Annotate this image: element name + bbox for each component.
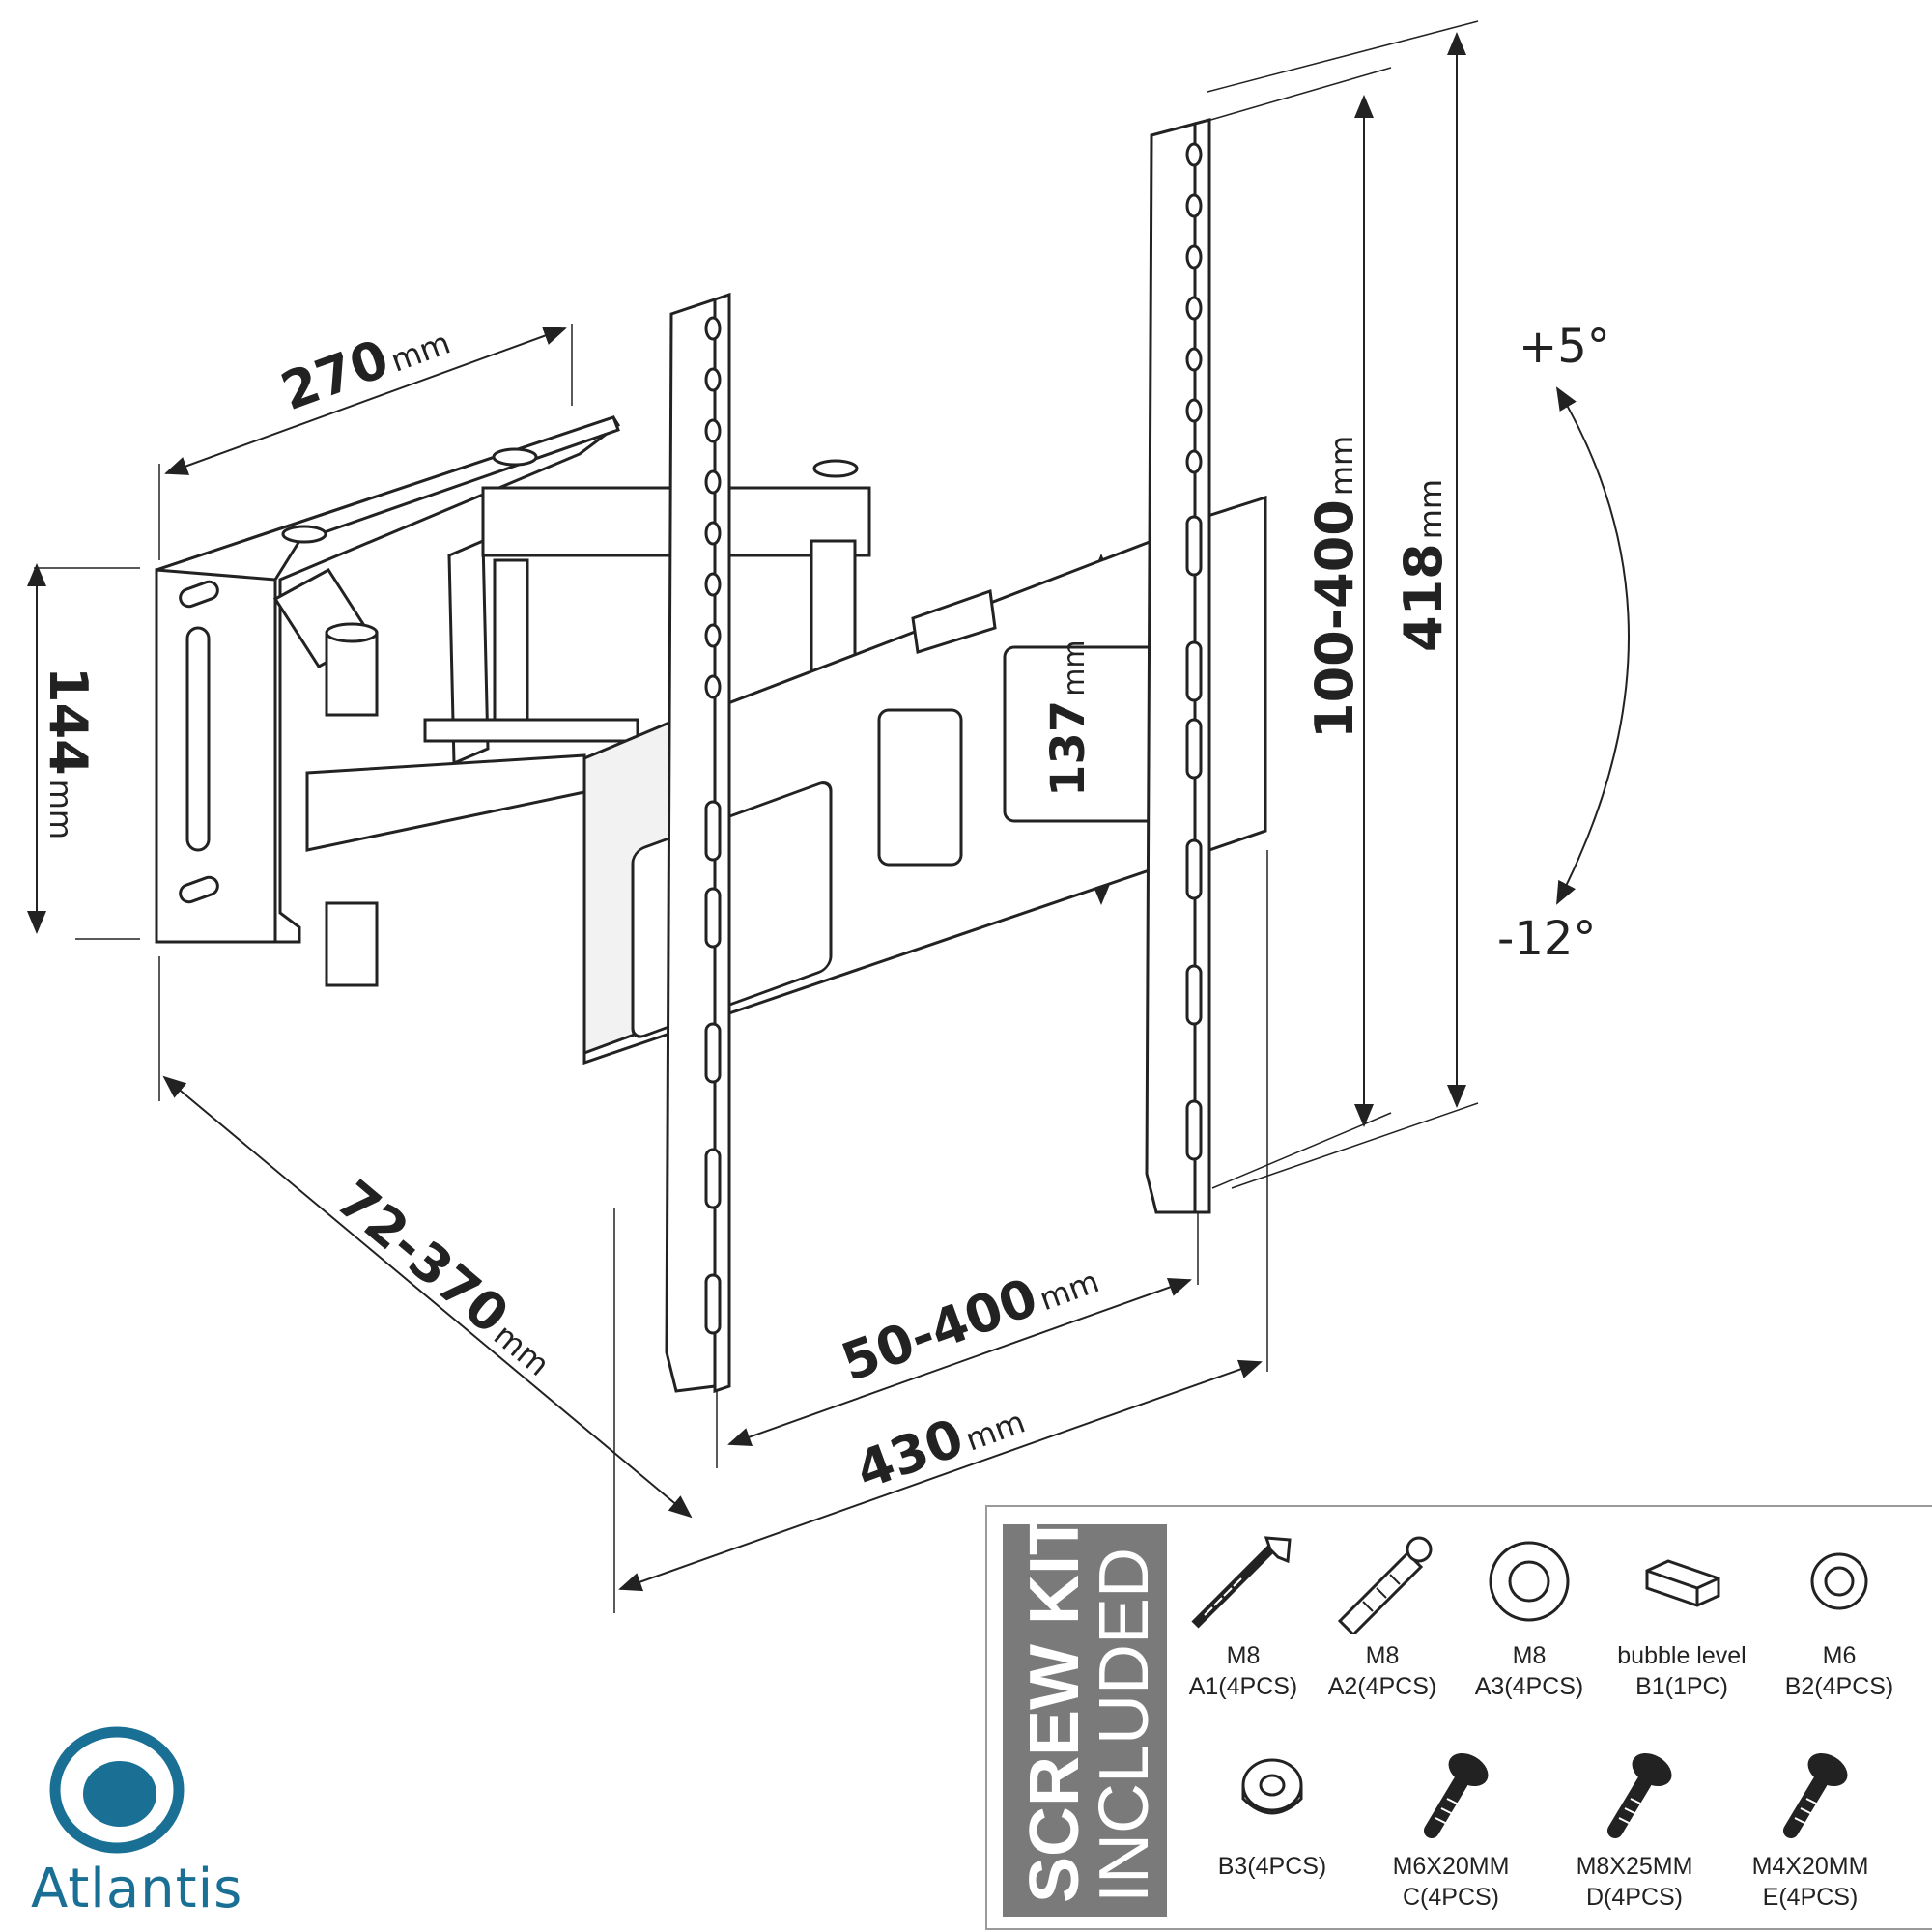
label-72-370: 72-370mm [326, 1169, 569, 1387]
kit-item-d: M8X25MM D(4PCS) [1567, 1739, 1702, 1913]
label-50-400-value: 50-400 [834, 1266, 1045, 1393]
bolt-icon [1607, 1752, 1672, 1838]
svg-text:430mm: 430mm [848, 1385, 1032, 1501]
label-100-400: 100-400mm [1304, 436, 1365, 739]
svg-text:137mm: 137mm [1041, 639, 1095, 797]
brand-name: Atlantis [31, 1858, 243, 1920]
arrow-72-370 [162, 1075, 693, 1519]
kit-item-b2: M6 B2(4PCS) [1772, 1528, 1907, 1702]
kit-item-c-code: C(4PCS) [1402, 1884, 1499, 1911]
dimension-arrows [27, 32, 1630, 1592]
arrow-270 [164, 327, 567, 475]
right-vertical-bracket [1145, 118, 1211, 1214]
svg-text:72-370mm: 72-370mm [326, 1169, 569, 1387]
kit-item-b3: B3(4PCS) [1209, 1739, 1335, 1882]
label-418-value: 418 [1393, 543, 1454, 652]
label-100-400-unit: mm [1323, 436, 1360, 496]
svg-text:50-400mm: 50-400mm [834, 1244, 1105, 1393]
right-bracket-holes [1185, 142, 1203, 1161]
kit-item-c: M6X20MM C(4PCS) [1383, 1739, 1519, 1913]
label-50-400: 50-400mm [834, 1244, 1105, 1393]
screw-kit-title: SCREW KIT [1016, 1524, 1094, 1903]
bubble-level-icon [1645, 1559, 1720, 1607]
bolt-icon [1783, 1752, 1848, 1838]
tilt-arc [1555, 386, 1630, 905]
label-50-400-unit: mm [1035, 1263, 1104, 1318]
svg-text:418mm: 418mm [1393, 479, 1454, 652]
label-100-400-value: 100-400 [1304, 499, 1365, 739]
kit-item-b1-code: B1(1PC) [1635, 1673, 1728, 1700]
washer-icon [1489, 1541, 1570, 1622]
kit-item-e-size: M4X20MM [1751, 1853, 1869, 1880]
label-144: 144mm [38, 667, 99, 839]
wall-plate [155, 415, 621, 944]
kit-item-b3-code: B3(4PCS) [1217, 1853, 1327, 1880]
label-137: 137mm [1041, 639, 1095, 797]
label-137-value: 137 [1041, 700, 1095, 797]
label-270: 270mm [273, 306, 457, 423]
kit-item-a1: M8 A1(4PCS) [1180, 1528, 1306, 1702]
bolt-icon [1424, 1752, 1489, 1838]
label-72-370-value: 72-370 [326, 1169, 521, 1346]
small-washer-icon [1810, 1552, 1868, 1610]
label-270-unit: mm [385, 325, 455, 380]
svg-text:100-400mm: 100-400mm [1304, 436, 1365, 739]
kit-item-d-code: D(4PCS) [1585, 1884, 1683, 1911]
left-bracket-holes [704, 316, 722, 1335]
kit-item-b1: bubble level B1(1PC) [1609, 1528, 1754, 1702]
svg-text:144mm: 144mm [38, 667, 99, 839]
tilt-down-label: -12° [1497, 912, 1596, 966]
label-270-value: 270 [273, 327, 396, 422]
lag-screw-icon [1191, 1536, 1292, 1629]
kit-item-a3-size: M8 [1512, 1642, 1547, 1669]
kit-item-a1-code: A1(4PCS) [1188, 1673, 1298, 1700]
kit-item-a3: M8 A3(4PCS) [1466, 1528, 1592, 1702]
label-418-unit: mm [1412, 479, 1449, 539]
kit-item-c-size: M6X20MM [1392, 1853, 1510, 1880]
kit-item-a3-code: A3(4PCS) [1474, 1673, 1584, 1700]
kit-item-b2-size: M6 [1822, 1642, 1857, 1669]
kit-item-a2: M8 A2(4PCS) [1320, 1528, 1445, 1702]
arrow-430 [618, 1359, 1263, 1592]
atlantis-logo-mark-icon [49, 1726, 185, 1854]
svg-text:270mm: 270mm [273, 306, 457, 422]
screw-kit-subtitle: INCLUDED [1086, 1548, 1163, 1903]
tilt-up-label: +5° [1519, 320, 1610, 374]
label-137-unit: mm [1058, 639, 1092, 696]
screw-kit-banner: SCREW KIT INCLUDED [1003, 1524, 1167, 1917]
wall-anchor-icon [1337, 1536, 1433, 1634]
label-430: 430mm [848, 1385, 1032, 1502]
spacer-icon [1241, 1758, 1303, 1815]
kit-item-d-size: M8X25MM [1576, 1853, 1693, 1880]
screw-kit-panel: SCREW KIT INCLUDED M8 A1(4PCS) M8 A2(4PC… [985, 1505, 1932, 1930]
label-144-value: 144 [38, 667, 99, 776]
kit-item-a1-size: M8 [1226, 1642, 1261, 1669]
label-72-370-unit: mm [487, 1317, 556, 1383]
label-418: 418mm [1393, 479, 1454, 652]
kit-item-b2-code: B2(4PCS) [1784, 1673, 1894, 1700]
kit-item-a2-size: M8 [1365, 1642, 1400, 1669]
label-430-unit: mm [960, 1404, 1030, 1459]
left-vertical-bracket [665, 292, 731, 1394]
kit-item-b1-name: bubble level [1617, 1642, 1747, 1669]
kit-item-a2-code: A2(4PCS) [1327, 1673, 1437, 1700]
kit-item-e-code: E(4PCS) [1762, 1884, 1859, 1911]
atlantis-logo: Atlantis [31, 1724, 263, 1927]
kit-item-e: M4X20MM E(4PCS) [1743, 1739, 1878, 1913]
label-144-unit: mm [43, 780, 79, 839]
